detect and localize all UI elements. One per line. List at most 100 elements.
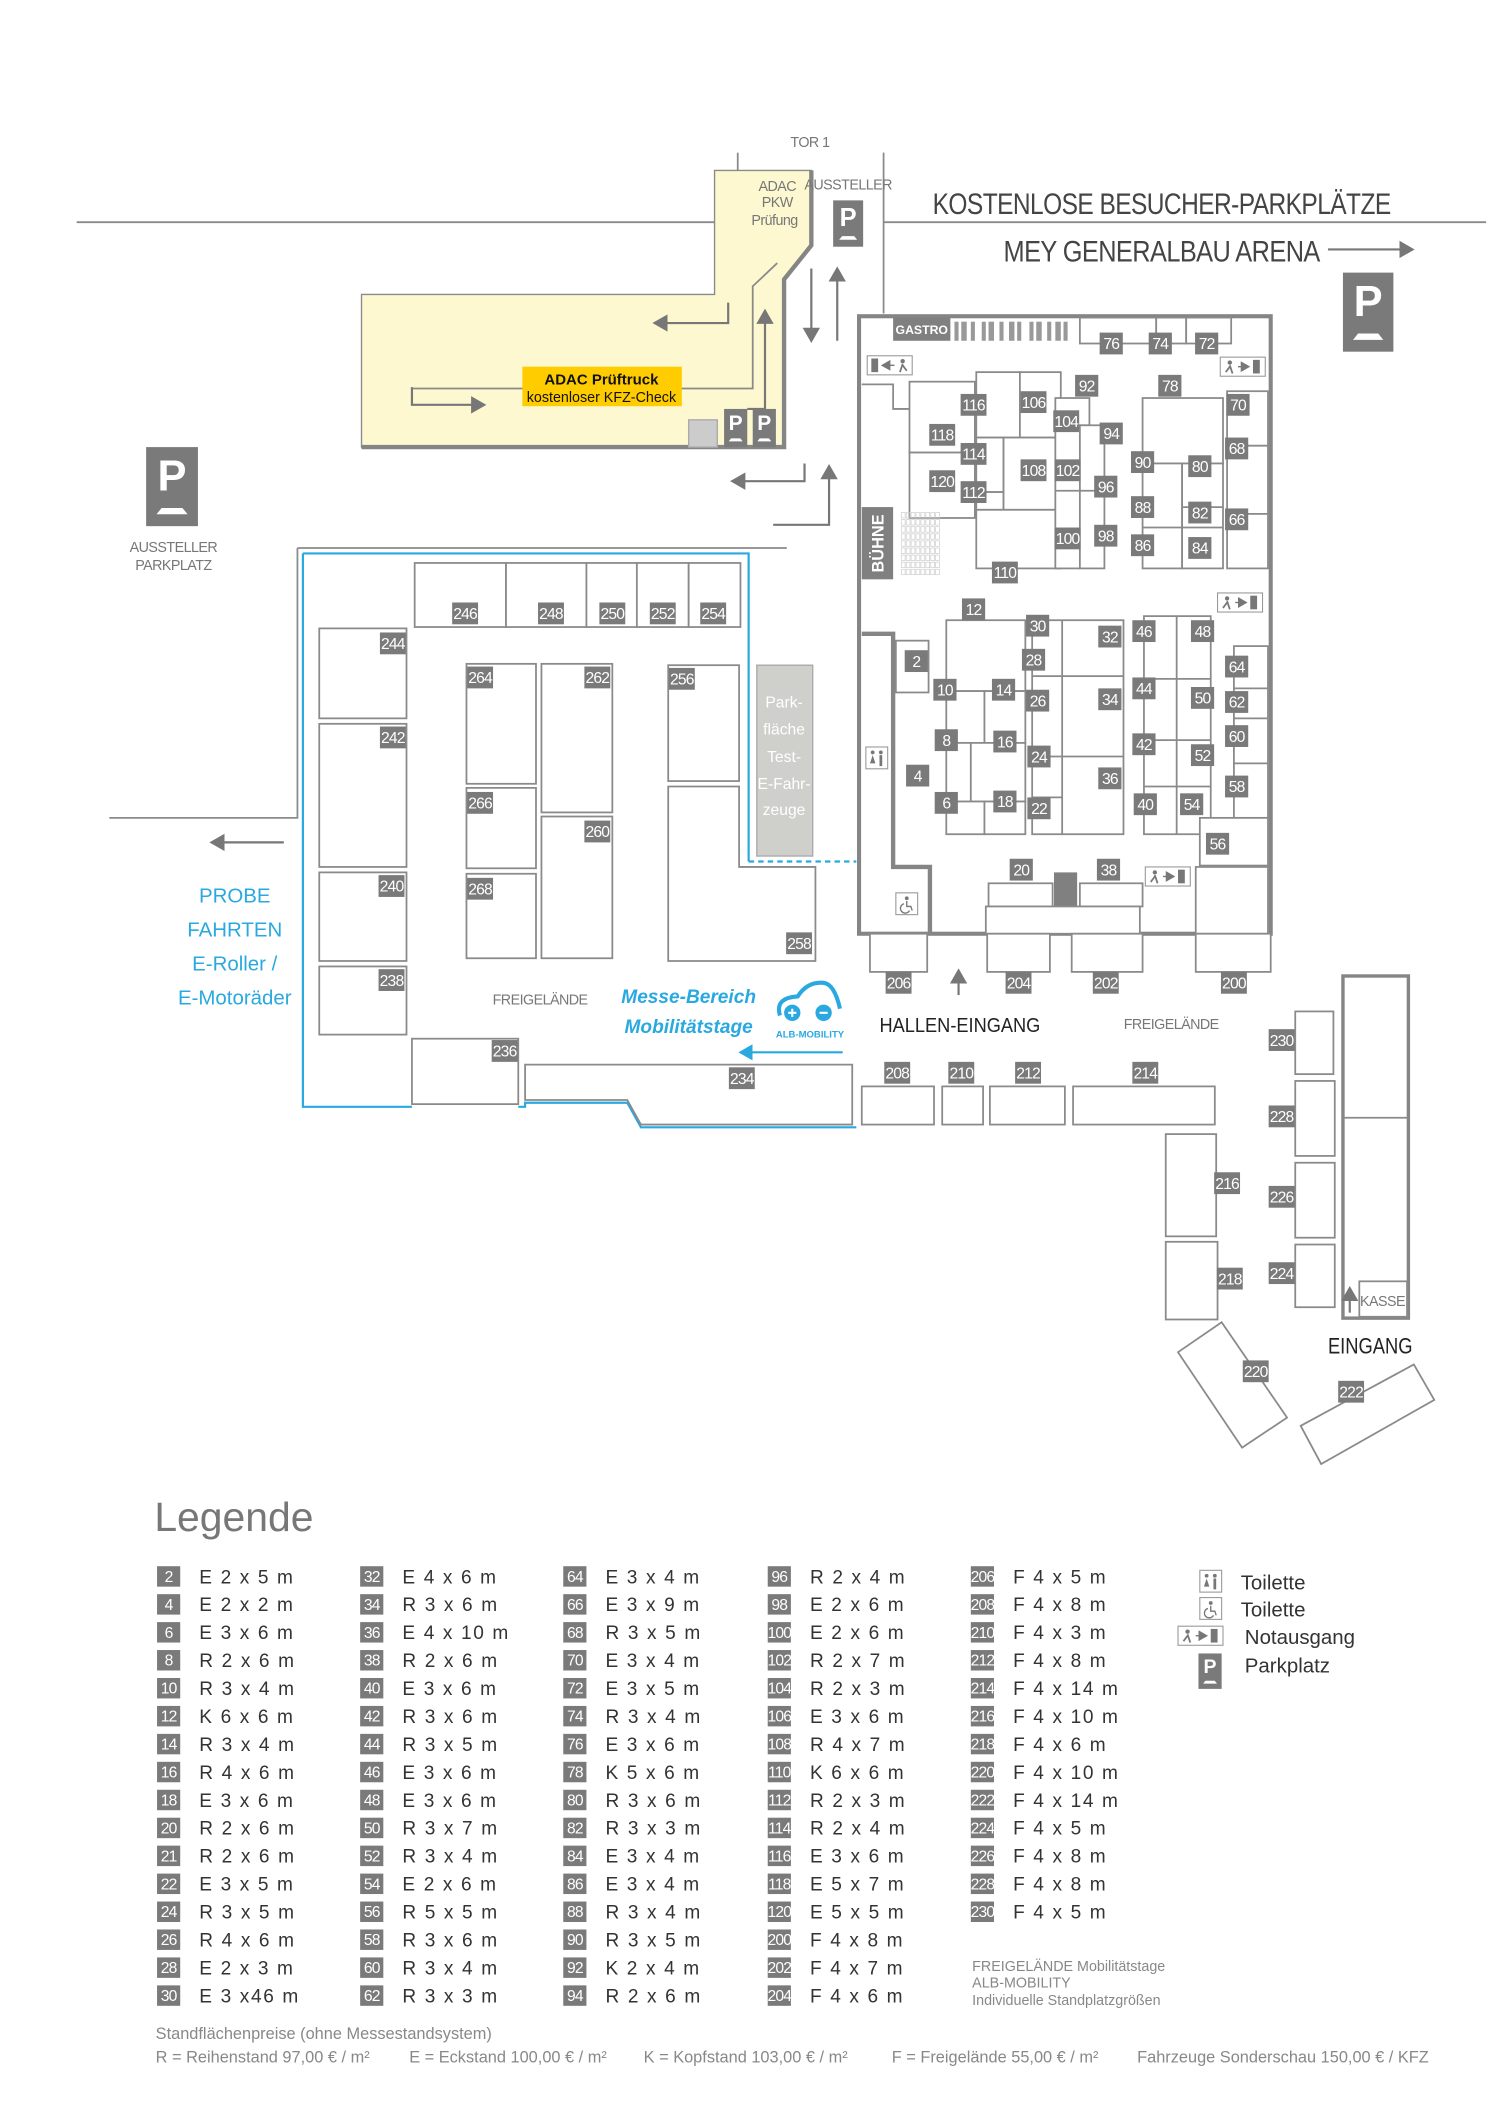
booth-label-46[interactable]: 46 xyxy=(1132,620,1156,643)
booth-label-206[interactable]: 206 xyxy=(885,971,912,994)
booth-label-120[interactable]: 120 xyxy=(929,470,956,493)
booth-label-234[interactable]: 234 xyxy=(728,1067,756,1090)
booth-label-226[interactable]: 226 xyxy=(1268,1185,1295,1208)
booth-label-12[interactable]: 12 xyxy=(961,598,986,621)
booth-label-66[interactable]: 66 xyxy=(1225,508,1249,531)
booth-label-200[interactable]: 200 xyxy=(1220,971,1248,994)
booth-label-50[interactable]: 50 xyxy=(1190,687,1215,709)
booth-label-14[interactable]: 14 xyxy=(991,678,1016,701)
booth-label-22[interactable]: 22 xyxy=(1027,797,1051,820)
booth-label-2[interactable]: 2 xyxy=(904,650,928,673)
booth-label-90[interactable]: 90 xyxy=(1130,451,1155,473)
booth-label-38[interactable]: 38 xyxy=(1096,858,1121,881)
booth-label-242[interactable]: 242 xyxy=(379,726,406,749)
booth-label-220[interactable]: 220 xyxy=(1242,1360,1269,1383)
booth-label-240[interactable]: 240 xyxy=(378,875,405,897)
booth-label-26[interactable]: 26 xyxy=(1026,689,1050,712)
booth-label-52[interactable]: 52 xyxy=(1190,744,1215,767)
svg-text:112: 112 xyxy=(768,1792,791,1809)
exhibitor-parking-lot-label-1: AUSSTELLER xyxy=(130,540,218,556)
booth-label-54[interactable]: 54 xyxy=(1180,793,1204,816)
booth-label-236[interactable]: 236 xyxy=(491,1040,518,1062)
booth-label-208[interactable]: 208 xyxy=(884,1061,911,1084)
booth-label-216[interactable]: 216 xyxy=(1214,1172,1241,1195)
booth-label-30[interactable]: 30 xyxy=(1026,614,1050,637)
booth-label-70[interactable]: 70 xyxy=(1226,393,1250,416)
booth-label-8[interactable]: 8 xyxy=(934,729,958,752)
booth-label-96[interactable]: 96 xyxy=(1094,475,1118,498)
booth-label-224[interactable]: 224 xyxy=(1268,1262,1295,1285)
booth-label-42[interactable]: 42 xyxy=(1132,733,1156,756)
booth-label-24[interactable]: 24 xyxy=(1027,745,1051,768)
booth-label-256[interactable]: 256 xyxy=(668,667,696,690)
booth-label-230[interactable]: 230 xyxy=(1268,1029,1295,1051)
booth-label-266[interactable]: 266 xyxy=(467,791,494,814)
booth-label-258[interactable]: 258 xyxy=(786,932,813,955)
booth-label-210[interactable]: 210 xyxy=(948,1061,975,1084)
booth-label-86[interactable]: 86 xyxy=(1130,534,1155,557)
booth-label-40[interactable]: 40 xyxy=(1133,793,1157,816)
booth-label-118[interactable]: 118 xyxy=(929,423,955,446)
booth-label-80[interactable]: 80 xyxy=(1188,455,1212,478)
booth-label-32[interactable]: 32 xyxy=(1098,625,1122,648)
booth-label-56[interactable]: 56 xyxy=(1205,832,1230,855)
booth-label-6[interactable]: 6 xyxy=(934,791,958,814)
booth-label-72[interactable]: 72 xyxy=(1195,332,1219,355)
booth-label-108[interactable]: 108 xyxy=(1020,459,1047,482)
booth-label-104[interactable]: 104 xyxy=(1053,410,1080,433)
booth-label-228[interactable]: 228 xyxy=(1268,1105,1295,1128)
booth-label-100[interactable]: 100 xyxy=(1054,527,1081,550)
booth-label-88[interactable]: 88 xyxy=(1130,496,1155,518)
booth-label-212[interactable]: 212 xyxy=(1015,1061,1042,1084)
booth-label-268[interactable]: 268 xyxy=(467,877,494,900)
booth-label-254[interactable]: 254 xyxy=(700,602,727,625)
booth-label-218[interactable]: 218 xyxy=(1216,1267,1244,1290)
booth-label-102[interactable]: 102 xyxy=(1054,459,1081,482)
booth-label-10[interactable]: 10 xyxy=(933,678,957,701)
booth-label-202[interactable]: 202 xyxy=(1092,971,1119,994)
booth-label-246[interactable]: 246 xyxy=(452,602,479,625)
booth-label-112[interactable]: 112 xyxy=(960,481,987,503)
booth-label-252[interactable]: 252 xyxy=(649,602,676,625)
booth-label-94[interactable]: 94 xyxy=(1099,422,1123,445)
booth-label-82[interactable]: 82 xyxy=(1188,501,1212,524)
booth-label-204[interactable]: 204 xyxy=(1005,971,1032,994)
booth-label-262[interactable]: 262 xyxy=(584,666,611,689)
booth-label-16[interactable]: 16 xyxy=(993,730,1017,753)
svg-text:252: 252 xyxy=(651,606,675,623)
booth-label-116[interactable]: 116 xyxy=(960,393,987,416)
booth-label-60[interactable]: 60 xyxy=(1225,725,1249,747)
booth-label-18[interactable]: 18 xyxy=(993,790,1017,813)
booth-label-260[interactable]: 260 xyxy=(584,820,611,843)
booth-label-58[interactable]: 58 xyxy=(1225,775,1249,798)
booth-label-92[interactable]: 92 xyxy=(1075,374,1099,397)
booth-label-34[interactable]: 34 xyxy=(1098,688,1122,711)
booth-label-48[interactable]: 48 xyxy=(1190,620,1215,643)
booth-label-74[interactable]: 74 xyxy=(1148,332,1172,355)
booth-label-106[interactable]: 106 xyxy=(1020,391,1047,414)
booth-label-76[interactable]: 76 xyxy=(1099,332,1123,355)
booth-label-28[interactable]: 28 xyxy=(1021,648,1046,671)
booth-label-110[interactable]: 110 xyxy=(991,561,1018,584)
booth-label-98[interactable]: 98 xyxy=(1094,524,1118,547)
booth-label-36[interactable]: 36 xyxy=(1098,767,1122,790)
booth-label-68[interactable]: 68 xyxy=(1225,437,1249,460)
booth-label-214[interactable]: 214 xyxy=(1132,1061,1159,1084)
booth-label-244[interactable]: 244 xyxy=(379,632,407,655)
booth-label-44[interactable]: 44 xyxy=(1132,677,1156,700)
booth-label-78[interactable]: 78 xyxy=(1158,374,1182,397)
booth-label-4[interactable]: 4 xyxy=(906,764,930,787)
booth-label-250[interactable]: 250 xyxy=(599,602,626,625)
booth-label-114[interactable]: 114 xyxy=(960,443,987,465)
booth-label-238[interactable]: 238 xyxy=(378,969,405,991)
booth-label-62[interactable]: 62 xyxy=(1225,691,1249,713)
booth-label-222[interactable]: 222 xyxy=(1338,1380,1365,1403)
booth-label-84[interactable]: 84 xyxy=(1188,537,1212,559)
booth-label-20[interactable]: 20 xyxy=(1009,858,1033,881)
booth-label-248[interactable]: 248 xyxy=(538,602,565,625)
booth-label-64[interactable]: 64 xyxy=(1225,655,1249,678)
booth-label-264[interactable]: 264 xyxy=(467,666,494,689)
